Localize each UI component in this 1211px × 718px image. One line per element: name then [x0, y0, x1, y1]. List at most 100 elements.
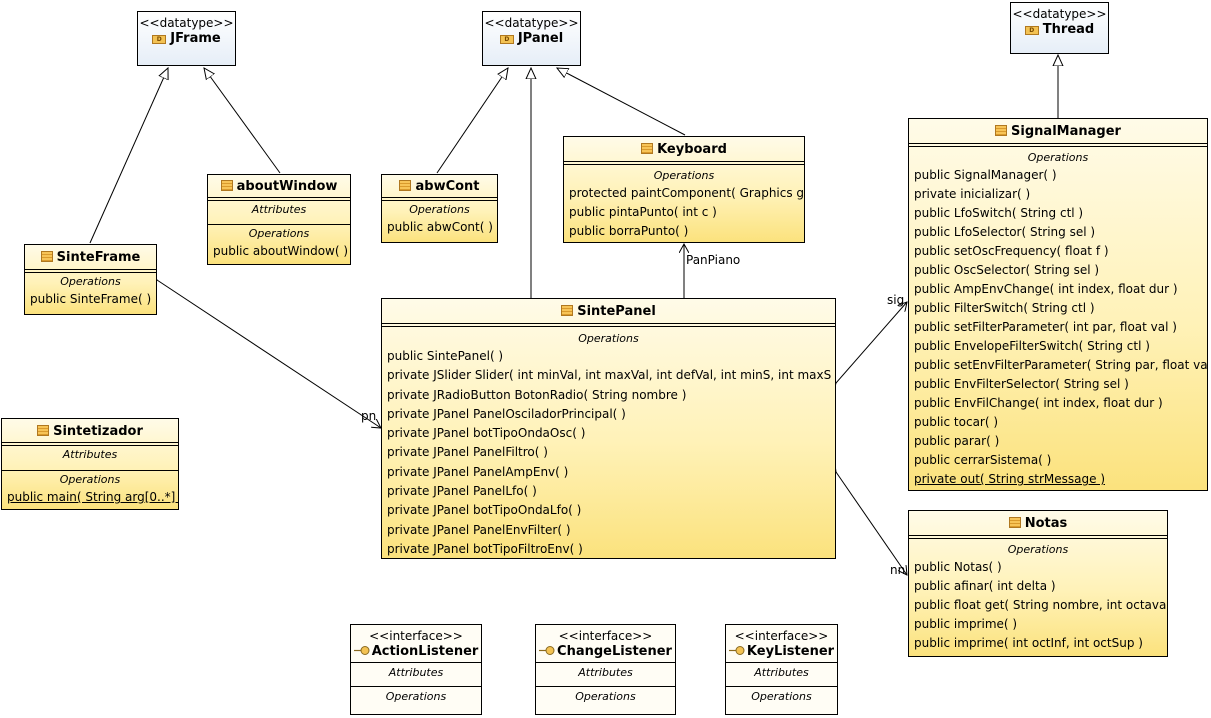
class-signalmanager[interactable]: SignalManager Operations public SignalMa…: [908, 118, 1208, 491]
class-sintepanel[interactable]: SintePanel Operations public SintePanel(…: [381, 298, 836, 559]
interface-icon: [728, 646, 745, 655]
datatype-icon: D: [1024, 26, 1039, 35]
class-name: aboutWindow: [236, 179, 338, 194]
operation: public LfoSelector( String sel ): [914, 225, 1096, 239]
operation: public setEnvFilterParameter( String par…: [914, 358, 1208, 372]
class-icon: [561, 305, 574, 316]
stereotype: <<datatype>>: [139, 16, 234, 30]
operation: public OscSelector( String sel ): [914, 263, 1100, 277]
class-icon: [1008, 517, 1021, 528]
association-sig: [836, 302, 907, 383]
operation: public imprime( ): [914, 617, 1018, 631]
operation: private inicializar( ): [914, 187, 1031, 201]
class-icon: [40, 251, 53, 262]
operation: private JPanel PanelLfo( ): [387, 484, 537, 499]
class-icon: [641, 143, 654, 154]
operation: public borraPunto( ): [569, 224, 689, 238]
operation: private JRadioButton BotonRadio( String …: [387, 387, 687, 402]
class-keyboard[interactable]: Keyboard Operations protected paintCompo…: [563, 136, 805, 243]
class-name: abwCont: [415, 179, 480, 194]
operations-label: Operations: [385, 690, 447, 703]
interface-keylistener[interactable]: <<interface>> KeyListener Attributes Ope…: [725, 624, 838, 715]
datatype-icon: D: [152, 35, 167, 44]
class-icon: [220, 180, 233, 191]
operations-label: Operations: [578, 332, 639, 345]
operations-label: Operations: [248, 227, 310, 240]
class-name: SintePanel: [577, 304, 656, 319]
operation: private JPanel botTipoOndaOsc( ): [387, 426, 586, 441]
operation: private JPanel PanelFiltro( ): [387, 445, 548, 460]
interface-name: KeyListener: [746, 644, 835, 659]
attributes-label: Attributes: [62, 448, 118, 461]
attributes-label: Attributes: [388, 666, 444, 679]
class-icon: [995, 125, 1008, 136]
operation: public tocar( ): [914, 415, 999, 429]
interface-name: ChangeListener: [557, 644, 672, 659]
operation: public FilterSwitch( String ctl ): [914, 301, 1095, 315]
operation: private JPanel botTipoOndaLfo( ): [387, 503, 582, 518]
operations-label: Operations: [59, 473, 121, 486]
operation: public EnvelopeFilterSwitch( String ctl …: [914, 339, 1150, 353]
operation: public float get( String nombre, int oct…: [914, 598, 1168, 612]
operation: public EnvFilChange( int index, float du…: [914, 396, 1163, 410]
class-name: JPanel: [517, 31, 564, 46]
class-sinteframe[interactable]: SinteFrame Operations public SinteFrame(…: [24, 244, 157, 315]
operations-label: Operations: [1007, 543, 1069, 556]
label-panpiano: PanPiano: [686, 253, 741, 267]
attributes-label: Attributes: [251, 203, 307, 216]
class-aboutwindow[interactable]: aboutWindow Attributes Operations public…: [207, 174, 351, 265]
operation: private JPanel PanelEnvFilter( ): [387, 522, 571, 537]
label-pn: pn: [361, 409, 377, 423]
generalization-sinteframe-jframe: [89, 68, 168, 244]
generalization-aboutwindow-jframe: [204, 68, 281, 174]
class-icon: [37, 425, 50, 436]
class-name: Notas: [1024, 516, 1068, 531]
class-sintetizador[interactable]: Sintetizador Attributes Operations publi…: [1, 418, 179, 510]
class-abwcont[interactable]: abwCont Operations public abwCont( ): [381, 174, 498, 243]
generalization-keyboard-jpanel: [557, 68, 686, 136]
operation: public pintaPunto( int c ): [569, 205, 717, 219]
attributes-label: Attributes: [578, 666, 633, 679]
label-sig: sig: [887, 293, 905, 307]
stereotype: <<datatype>>: [484, 16, 579, 30]
class-name: SinteFrame: [56, 250, 141, 265]
operation: public abwCont( ): [387, 220, 493, 234]
interface-actionlistener[interactable]: <<interface>> ActionListener Attributes …: [350, 624, 482, 715]
stereotype: <<interface>>: [558, 629, 653, 643]
operation: private JPanel PanelAmpEnv( ): [387, 464, 569, 479]
operation: public SintePanel( ): [387, 349, 504, 363]
operations-label: Operations: [60, 275, 121, 288]
operation: private JPanel PanelOsciladorPrincipal( …: [387, 406, 626, 421]
operation: public cerrarSistema( ): [914, 453, 1052, 467]
operation: public EnvFilterSelector( String sel ): [914, 377, 1129, 391]
operation: public LfoSwitch( String ctl ): [914, 206, 1084, 220]
generalization-abwcont-jpanel: [436, 68, 508, 174]
operation: public AmpEnvChange( int index, float du…: [914, 282, 1178, 296]
operation: public imprime( int octInf, int octSup ): [914, 636, 1143, 650]
class-name: Thread: [1042, 22, 1095, 37]
operations-label: Operations: [409, 203, 470, 216]
class-name: SignalManager: [1011, 124, 1121, 139]
interface-name: ActionListener: [371, 644, 479, 659]
class-name: JFrame: [170, 31, 221, 46]
static-operation: private out( String strMessage ): [914, 472, 1105, 486]
interface-changelistener[interactable]: <<interface>> ChangeListener Attributes …: [535, 624, 676, 715]
attributes-label: Attributes: [754, 666, 809, 679]
operation: public Notas( ): [914, 560, 1002, 574]
interface-icon: [539, 646, 555, 655]
label-nn: nn: [890, 563, 906, 577]
class-notas[interactable]: Notas Operations public Notas( ) public …: [908, 510, 1168, 657]
operation: protected paintComponent( Graphics g ): [569, 186, 805, 200]
static-operation: public main( String arg[0..*] ): [7, 490, 179, 504]
operations-label: Operations: [653, 169, 715, 182]
operation: private JSlider Slider( int minVal, int …: [387, 368, 836, 383]
class-icon: [399, 180, 412, 191]
operation: public SinteFrame( ): [30, 292, 152, 306]
association-pn: [157, 280, 381, 428]
operation: public SignalManager( ): [914, 168, 1057, 182]
